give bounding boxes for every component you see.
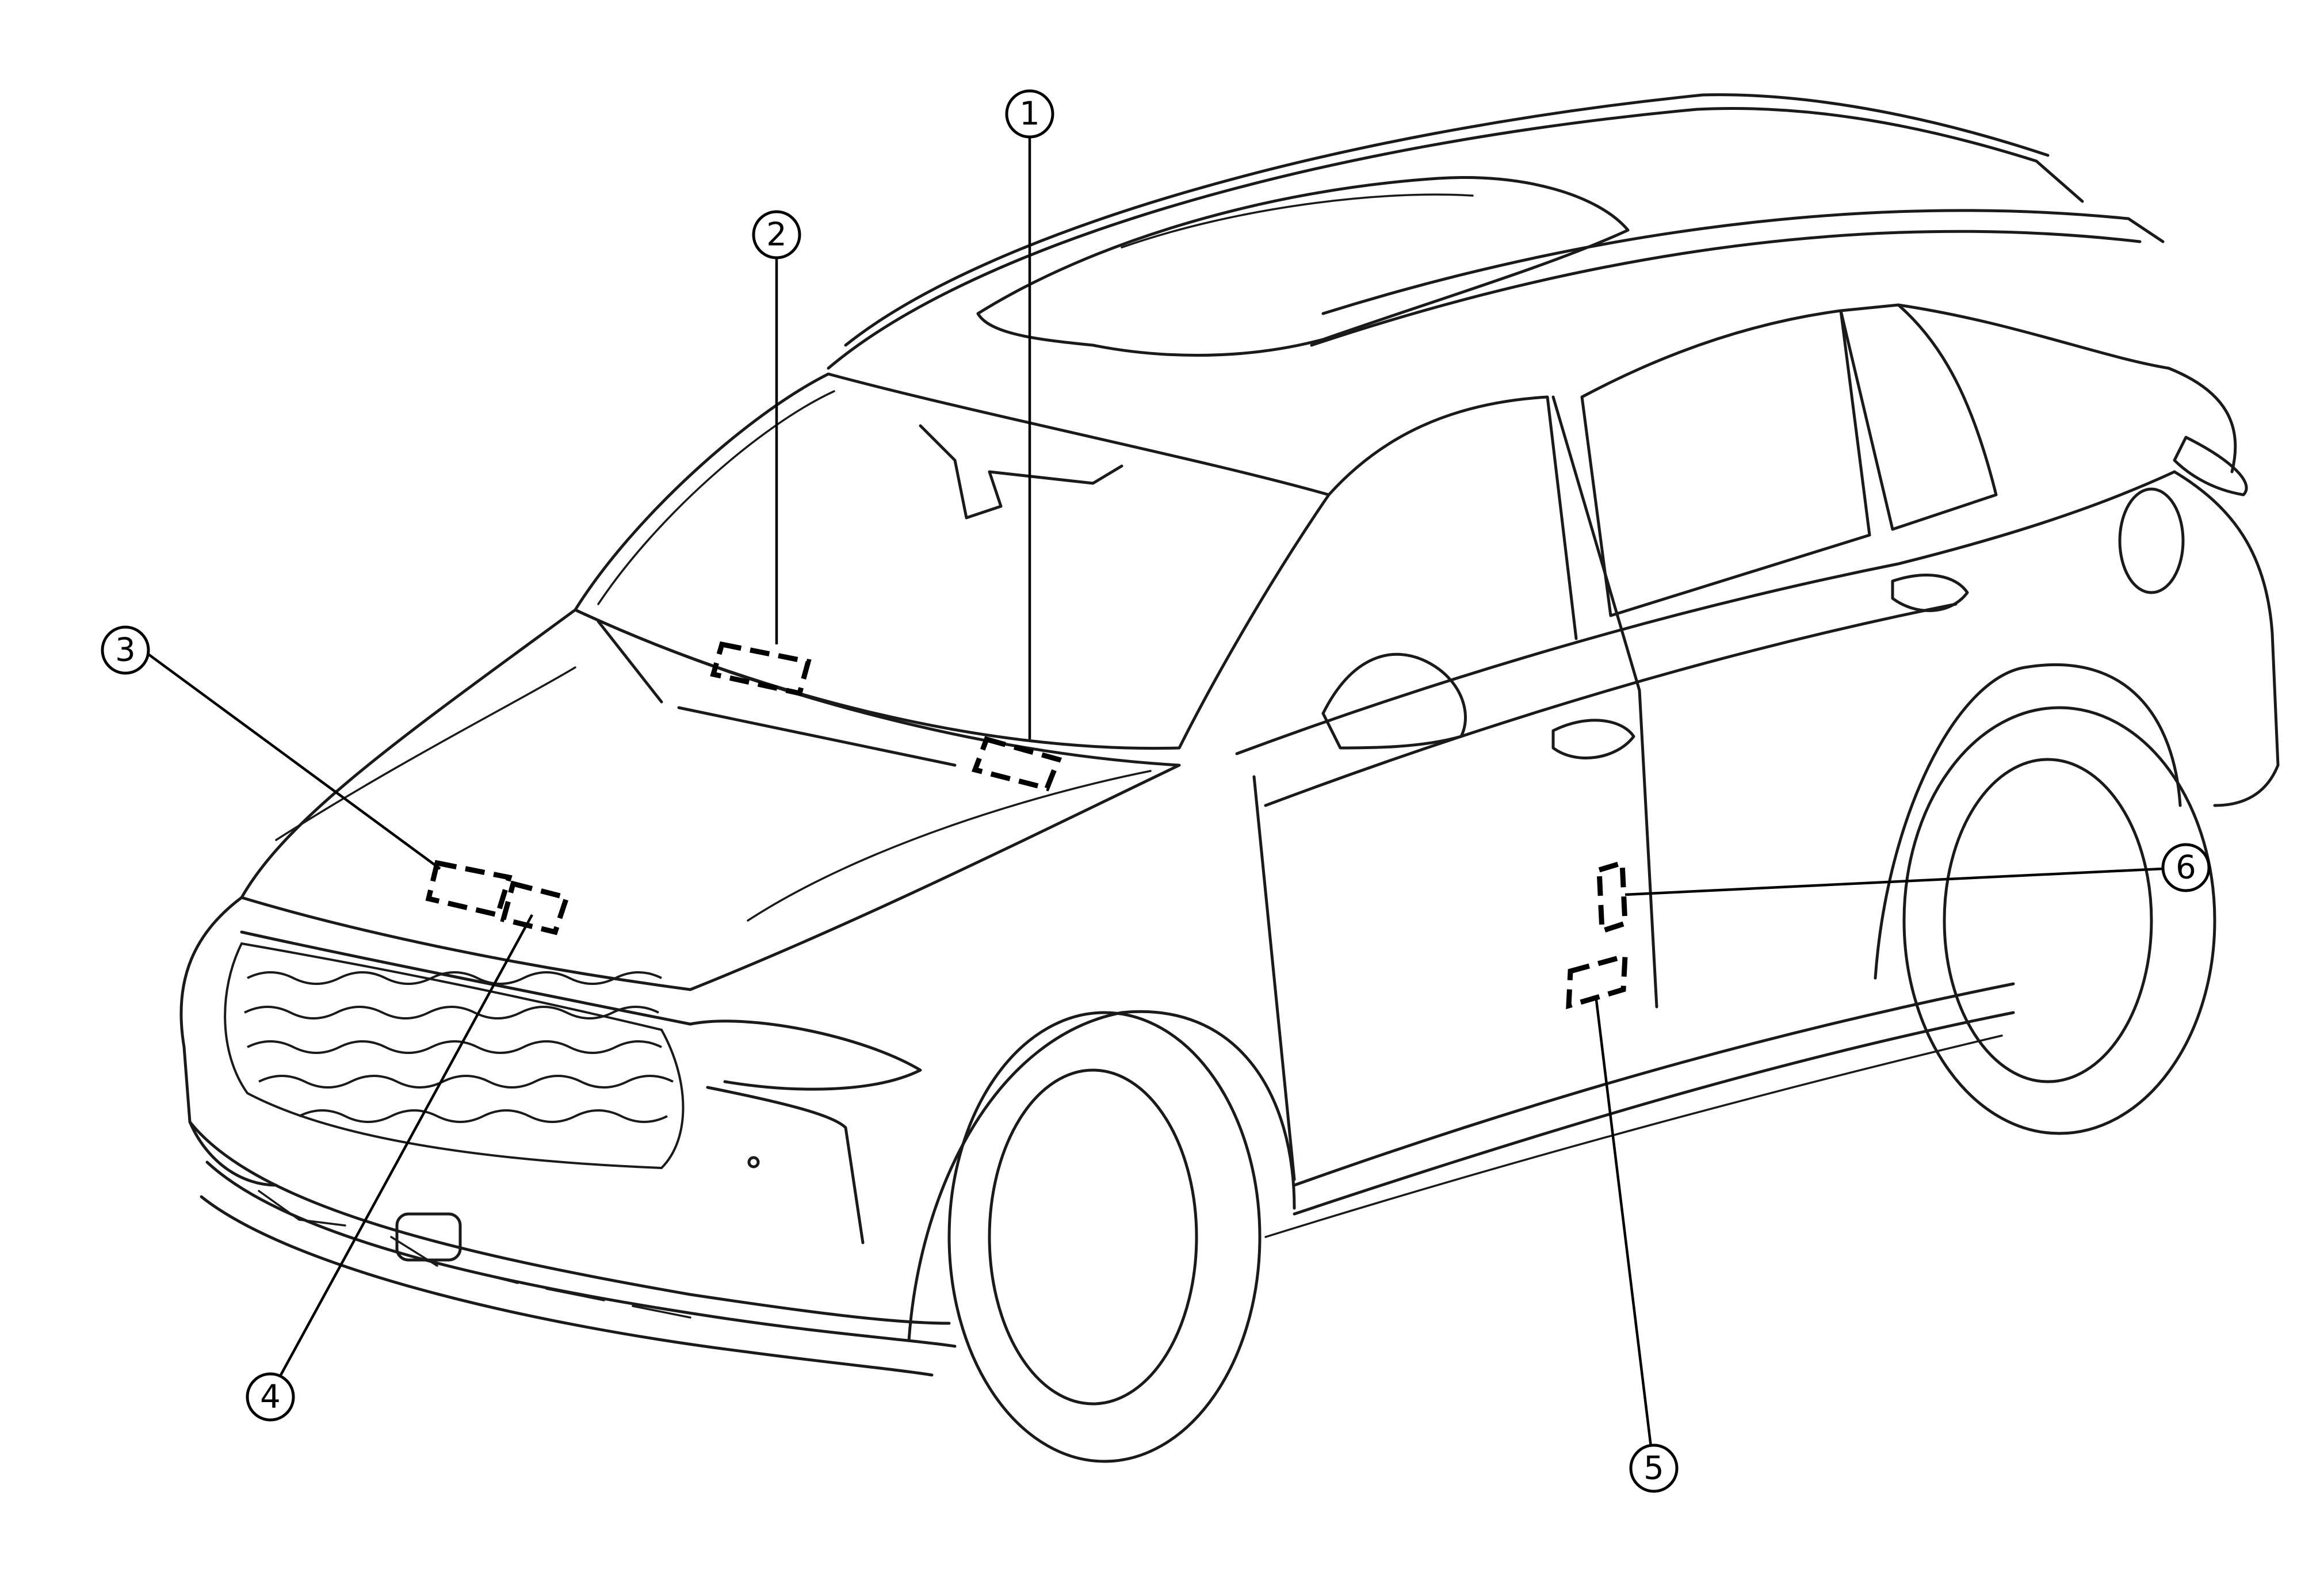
- svg-text:4: 4: [260, 1379, 281, 1416]
- callout-6: 6: [2161, 843, 2211, 892]
- svg-text:2: 2: [766, 216, 787, 254]
- label-location-1: [972, 736, 1062, 792]
- svg-text:5: 5: [1643, 1450, 1664, 1487]
- callout-2: 2: [752, 210, 801, 259]
- callout-5: 5: [1629, 1444, 1679, 1493]
- leader-line-4: [280, 914, 533, 1376]
- label-location-4: [500, 880, 570, 935]
- label-location-6: [1596, 860, 1628, 935]
- leader-line-3: [146, 652, 441, 870]
- label-location-5: [1566, 953, 1628, 1010]
- label-location-3: [425, 860, 513, 918]
- label-locations: [425, 641, 1628, 1010]
- callout-1: 1: [1005, 89, 1054, 139]
- leader-lines: [146, 135, 2164, 1448]
- label-location-2: [710, 641, 812, 697]
- leader-line-6: [1624, 867, 2164, 896]
- callout-3: 3: [101, 625, 150, 675]
- leader-line-5: [1595, 999, 1653, 1448]
- svg-text:3: 3: [115, 632, 136, 669]
- svg-text:1: 1: [1019, 96, 1040, 133]
- vehicle-outline: [179, 93, 2280, 1463]
- callout-4: 4: [246, 1372, 295, 1422]
- grille-mesh: [244, 971, 674, 1123]
- svg-text:6: 6: [2176, 849, 2196, 887]
